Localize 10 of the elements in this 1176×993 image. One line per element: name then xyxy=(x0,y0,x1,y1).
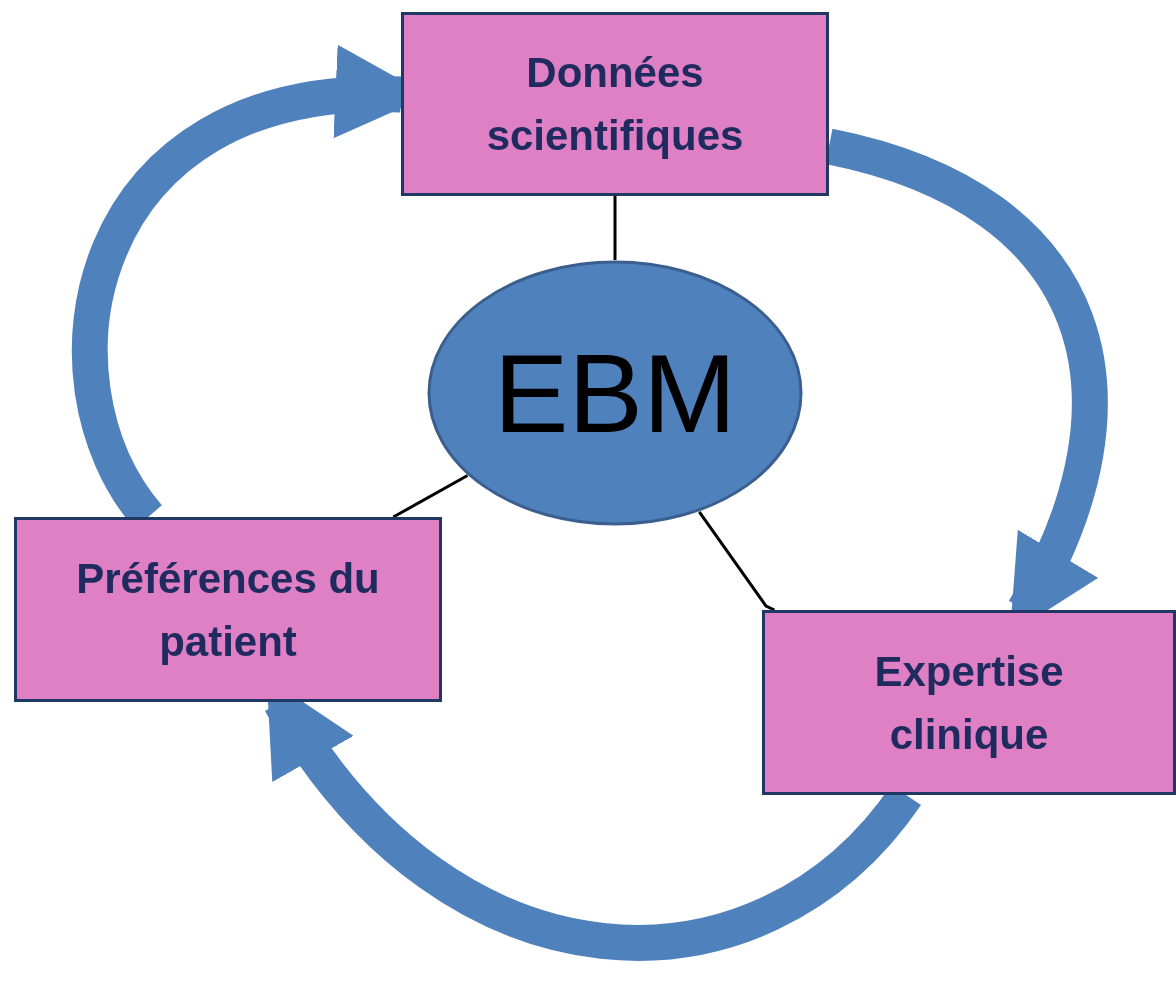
connector-line xyxy=(613,196,617,260)
connector-line xyxy=(698,511,776,612)
process-box xyxy=(762,610,1176,795)
process-box xyxy=(401,12,829,196)
node-label: Expertise clinique xyxy=(873,646,1065,760)
node-label: EBM xyxy=(493,329,737,458)
node-label: Préférences du patient xyxy=(75,553,381,667)
node-label: Données scientifiques xyxy=(485,48,745,161)
ellipse-node xyxy=(427,260,803,526)
process-box xyxy=(14,517,442,702)
